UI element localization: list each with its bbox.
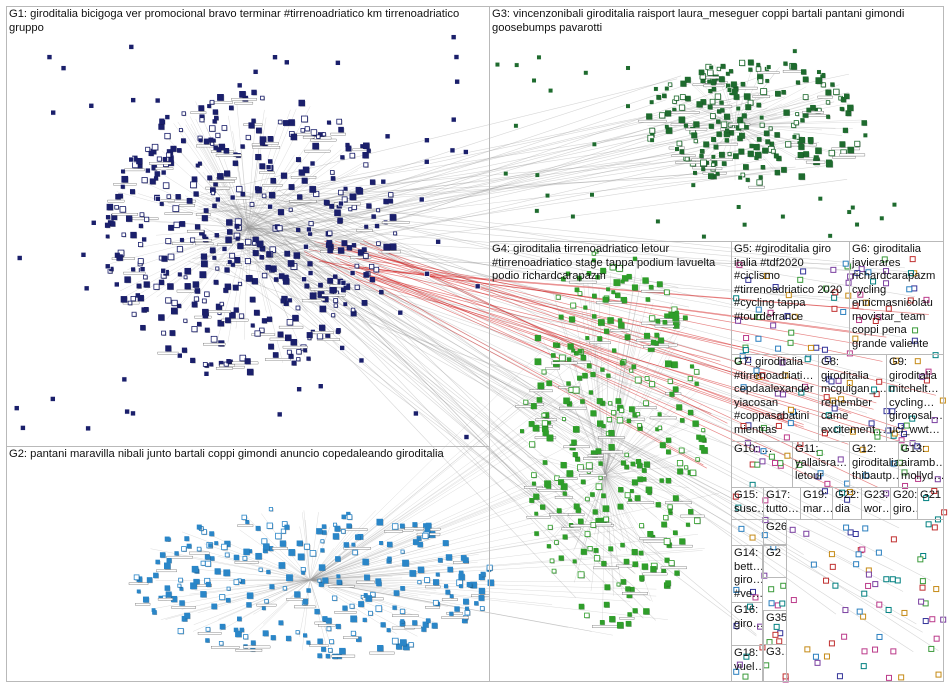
group-panel-g16: G16: giro… — [731, 602, 763, 646]
group-label-g7: G7: giroditalia #tirrenoadriati… cepdaal… — [734, 356, 819, 437]
group-label-g23: G23: wor… — [864, 489, 891, 516]
group-label-g22: G22: dia — [835, 489, 862, 516]
group-label-g10: G10: … — [734, 443, 793, 457]
group-panel-g19: G19: mar… — [800, 487, 833, 520]
group-label-g14: G14: bett… giro… #ve… — [734, 547, 763, 601]
group-panel-g35: G35 — [763, 610, 787, 645]
group-label-g3x: G3… — [766, 646, 787, 660]
group-panel-g5: G5: #giroditalia giro italia #tdf2020 #c… — [731, 241, 850, 355]
group-panel-g17: G17: tutto… — [763, 487, 801, 520]
group-panel-g9: G9: giroditalia mitchelt… cycling… giror… — [886, 354, 944, 442]
group-panel-g10: G10: … — [731, 441, 793, 488]
group-panel-g2: G2: pantani maravilla nibali junto barta… — [6, 446, 490, 682]
group-label-g13: G13: airamb… mollyd… — [901, 443, 944, 484]
group-label-g18: G18: vuel… — [734, 647, 763, 674]
group-panel-g26: G26 — [763, 519, 787, 545]
group-label-g15: G15: susc… — [734, 489, 764, 516]
group-panel-g18: G18: vuel… — [731, 645, 763, 682]
group-label-g12: G12: giroditalia thibautp… — [852, 443, 899, 484]
group-panel-g1: G1: giroditalia bicigoga ver promocional… — [6, 6, 490, 447]
group-panel-g20: G20: giro… — [890, 487, 918, 520]
group-panel-g8: G8: giroditalia mcguigan_… remember came… — [818, 354, 887, 442]
group-label-g17: G17: tutto… — [766, 489, 801, 516]
group-label-g26: G26 — [766, 521, 787, 535]
group-label-g6: G6: giroditalia javierares richardcarapa… — [852, 243, 944, 351]
group-label-g4: G4: giroditalia tirrenoadriatico letour … — [492, 243, 728, 284]
group-panel-g3x: G3… — [763, 644, 787, 682]
group-label-g3: G3: vincenzonibali giroditalia raisport … — [492, 8, 942, 35]
group-label-g2x: G2 — [766, 547, 787, 561]
group-label-g20: G20: giro… — [893, 489, 918, 516]
small-groups-grid — [786, 519, 944, 682]
group-label-g21: G21 — [920, 489, 944, 503]
group-panel-g4: G4: giroditalia tirrenoadriatico letour … — [489, 241, 732, 682]
group-panel-g3: G3: vincenzonibali giroditalia raisport … — [489, 6, 944, 242]
group-label-g2: G2: pantani maravilla nibali junto barta… — [9, 448, 489, 462]
group-label-g11: G11: yallaisra… letour — [795, 443, 850, 484]
group-label-g8: G8: giroditalia mcguigan_… remember came… — [821, 356, 887, 437]
group-panel-g15: G15: susc… — [731, 487, 764, 520]
group-panel-g23: G23: wor… — [861, 487, 891, 520]
group-panel-g6: G6: giroditalia javierares richardcarapa… — [849, 241, 944, 355]
group-label-g5: G5: #giroditalia giro italia #tdf2020 #c… — [734, 243, 850, 324]
group-panel-g14: G14: bett… giro… #ve… — [731, 545, 763, 603]
group-panel-g7: G7: giroditalia #tirrenoadriati… cepdaal… — [731, 354, 819, 442]
group-label-g1: G1: giroditalia bicigoga ver promocional… — [9, 8, 489, 35]
group-panel-g13: G13: airamb… mollyd… — [898, 441, 944, 488]
group-panel-g12: G12: giroditalia thibautp… — [849, 441, 899, 488]
group-label-g35: G35 — [766, 612, 787, 626]
group-panel-g11: G11: yallaisra… letour — [792, 441, 850, 488]
group-label-g16: G16: giro… — [734, 604, 763, 631]
group-panel-g22: G22: dia — [832, 487, 862, 520]
group-label-g9: G9: giroditalia mitchelt… cycling… giror… — [889, 356, 944, 437]
group-label-g19: G19: mar… — [803, 489, 833, 516]
group-panel-g21: G21 — [917, 487, 944, 520]
group-panel-g2x: G2 — [763, 545, 787, 578]
